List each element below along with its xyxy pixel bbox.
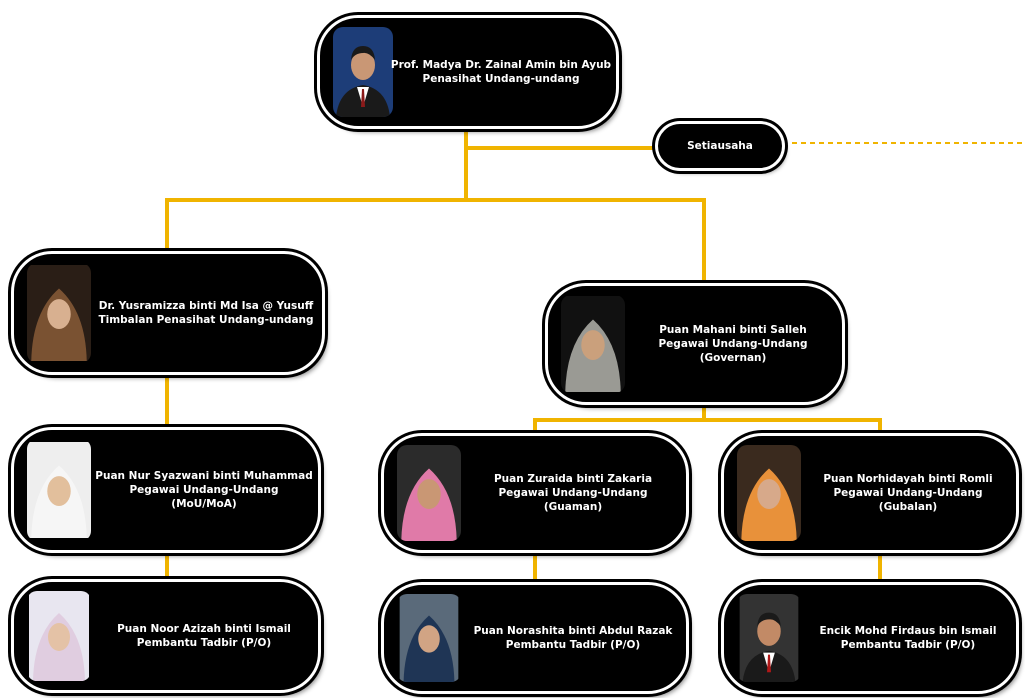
- root-name: Prof. Madya Dr. Zainal Amin bin Ayub: [390, 59, 612, 71]
- portrait-woman-hijab-icon: [27, 263, 91, 363]
- drafting-officer-role: Pegawai Undang-Undang: [833, 487, 983, 499]
- drafting-officer-name: Puan Norhidayah binti Romli: [823, 473, 993, 485]
- node-assistant-2: Puan Norashita binti Abdul Razak Pembant…: [384, 585, 686, 691]
- drafting-officer-unit: (Gubalan): [878, 501, 938, 513]
- portrait-man-suit-icon: [737, 594, 801, 682]
- secretary-label: Setiausaha: [687, 140, 753, 152]
- assistant-2-role: Pembantu Tadbir (P/O): [505, 639, 641, 651]
- mou-officer-unit: (MoU/MoA): [171, 498, 237, 510]
- governance-head-role: Pegawai Undang-Undang: [658, 338, 808, 350]
- node-assistant-1: Puan Noor Azizah binti Ismail Pembantu T…: [14, 582, 318, 690]
- assistant-3-name: Encik Mohd Firdaus bin Ismail: [819, 625, 997, 637]
- node-deputy: Dr. Yusramizza binti Md Isa @ Yusuff Tim…: [14, 254, 322, 372]
- node-drafting-officer: Puan Norhidayah binti Romli Pegawai Unda…: [724, 436, 1016, 550]
- portrait-woman-hijab-icon: [27, 439, 91, 541]
- node-mou-officer: Puan Nur Syazwani binti Muhammad Pegawai…: [14, 430, 318, 550]
- root-role: Penasihat Undang-undang: [422, 73, 580, 85]
- assistant-2-name: Puan Norashita binti Abdul Razak: [473, 625, 673, 637]
- node-root: Prof. Madya Dr. Zainal Amin bin Ayub Pen…: [320, 18, 616, 126]
- mou-officer-name: Puan Nur Syazwani binti Muhammad: [95, 470, 313, 482]
- portrait-woman-hijab-icon: [397, 594, 461, 682]
- deputy-role: Timbalan Penasihat Undang-undang: [98, 314, 314, 326]
- assistant-1-role: Pembantu Tadbir (P/O): [136, 637, 272, 649]
- assistant-3-role: Pembantu Tadbir (P/O): [840, 639, 976, 651]
- governance-head-unit: (Governan): [699, 352, 767, 364]
- litigation-officer-unit: (Guaman): [543, 501, 603, 513]
- deputy-name: Dr. Yusramizza binti Md Isa @ Yusuff: [98, 300, 314, 312]
- portrait-man-suit-icon: [333, 27, 393, 117]
- portrait-woman-hijab-icon: [397, 445, 461, 541]
- mou-officer-role: Pegawai Undang-Undang: [129, 484, 279, 496]
- governance-head-name: Puan Mahani binti Salleh: [659, 324, 807, 336]
- node-governance-head: Puan Mahani binti Salleh Pegawai Undang-…: [548, 286, 842, 402]
- assistant-1-name: Puan Noor Azizah binti Ismail: [117, 623, 291, 635]
- litigation-officer-role: Pegawai Undang-Undang: [498, 487, 648, 499]
- node-litigation-officer: Puan Zuraida binti Zakaria Pegawai Undan…: [384, 436, 686, 550]
- portrait-woman-hijab-icon: [737, 445, 801, 541]
- litigation-officer-name: Puan Zuraida binti Zakaria: [493, 473, 653, 485]
- node-secretary: Setiausaha: [658, 124, 782, 168]
- node-assistant-3: Encik Mohd Firdaus bin Ismail Pembantu T…: [724, 585, 1016, 691]
- portrait-woman-hijab-icon: [561, 295, 625, 393]
- portrait-woman-hijab-icon: [27, 591, 91, 681]
